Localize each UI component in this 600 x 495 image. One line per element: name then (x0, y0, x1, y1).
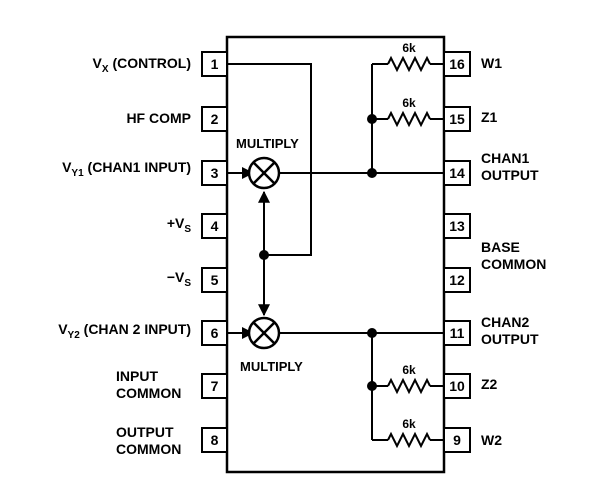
pin-6: 6 VY2 (CHAN 2 INPUT) (58, 320, 228, 346)
pin-3: 3 VY1 (CHAN1 INPUT) (62, 159, 228, 186)
pin-number: 1 (211, 56, 219, 72)
pin-label-line2: OUTPUT (481, 331, 539, 347)
base-common-label-line2: COMMON (481, 256, 546, 272)
pin-number: 7 (211, 378, 219, 394)
resistor-r2 (387, 110, 431, 128)
resistor-r4-label: 6k (402, 417, 416, 431)
pin-number: 4 (211, 218, 219, 234)
resistor-r3 (387, 377, 431, 395)
multiply-label-bottom: MULTIPLY (240, 359, 303, 374)
pin-label: INPUT (116, 368, 158, 384)
junction-dot (367, 381, 377, 391)
multiplier-bottom (247, 316, 281, 350)
pin-13: 13 (443, 213, 471, 239)
pin-label: W2 (481, 432, 502, 448)
pin-12: 12 (443, 267, 471, 293)
pin-number: 14 (449, 165, 465, 181)
pin-label: −VS (167, 269, 192, 289)
pin-number: 13 (449, 218, 465, 234)
pin-5: 5 −VS (167, 267, 228, 293)
junction-dot (367, 168, 377, 178)
pin-label: W1 (481, 55, 502, 71)
resistor-r1 (387, 55, 431, 73)
pin-label-line2: OUTPUT (481, 167, 539, 183)
pin-label-line2: COMMON (116, 441, 181, 457)
pin-number: 8 (211, 432, 219, 448)
pin-number: 5 (211, 272, 219, 288)
pin-label-line2: COMMON (116, 385, 181, 401)
pin-label: CHAN2 (481, 314, 529, 330)
internal-wiring (227, 55, 444, 449)
pin-4: 4 +VS (167, 213, 228, 239)
pin-label: +VS (167, 215, 192, 235)
pin-11: 11 CHAN2 OUTPUT (443, 314, 539, 347)
pin-number: 2 (211, 111, 219, 127)
pin-number: 15 (449, 111, 465, 127)
pin-label: CHAN1 (481, 150, 529, 166)
pin-number: 16 (449, 56, 465, 72)
pin-label: HF COMP (126, 110, 191, 126)
base-common-label: BASE (481, 239, 520, 255)
resistor-r3-label: 6k (402, 363, 416, 377)
pin-label: VX (CONTROL) (93, 55, 191, 75)
pin-8: 8 OUTPUT COMMON (116, 424, 228, 457)
junction-dot (367, 114, 377, 124)
pin-label: OUTPUT (116, 424, 174, 440)
pin-9: 9 W2 (443, 427, 502, 453)
resistor-r1-label: 6k (402, 41, 416, 55)
pin-label: Z1 (481, 109, 498, 125)
left-pins: 1 VX (CONTROL) 2 HF COMP 3 VY1 (CHAN1 IN… (58, 51, 228, 457)
pin-7: 7 INPUT COMMON (116, 368, 228, 401)
pin-10: 10 Z2 (443, 373, 498, 399)
pin-number: 6 (211, 325, 219, 341)
pin-2: 2 HF COMP (126, 106, 228, 132)
pin-number: 12 (449, 272, 465, 288)
resistor-r4 (387, 431, 431, 449)
pin-14: 14 CHAN1 OUTPUT (443, 150, 539, 186)
junction-dot (259, 250, 269, 260)
right-pins: 16 W1 15 Z1 14 CHAN1 OUTPUT 13 12 BASE C… (443, 51, 546, 453)
pin-number: 11 (450, 325, 465, 341)
pin-number: 3 (211, 165, 219, 181)
junction-dot (367, 328, 377, 338)
pin-1: 1 VX (CONTROL) (93, 51, 228, 77)
resistor-r2-label: 6k (402, 96, 416, 110)
multiply-label-top: MULTIPLY (236, 136, 299, 151)
pin-label: VY1 (CHAN1 INPUT) (62, 159, 191, 179)
pin-label: VY2 (CHAN 2 INPUT) (58, 321, 191, 341)
pin-16: 16 W1 (443, 51, 502, 77)
pin-number: 10 (449, 378, 465, 394)
pin-15: 15 Z1 (443, 106, 498, 132)
pin-label: Z2 (481, 376, 498, 392)
multiplier-top (247, 156, 281, 190)
control-wire (227, 63, 312, 256)
pin-number: 9 (453, 432, 461, 448)
